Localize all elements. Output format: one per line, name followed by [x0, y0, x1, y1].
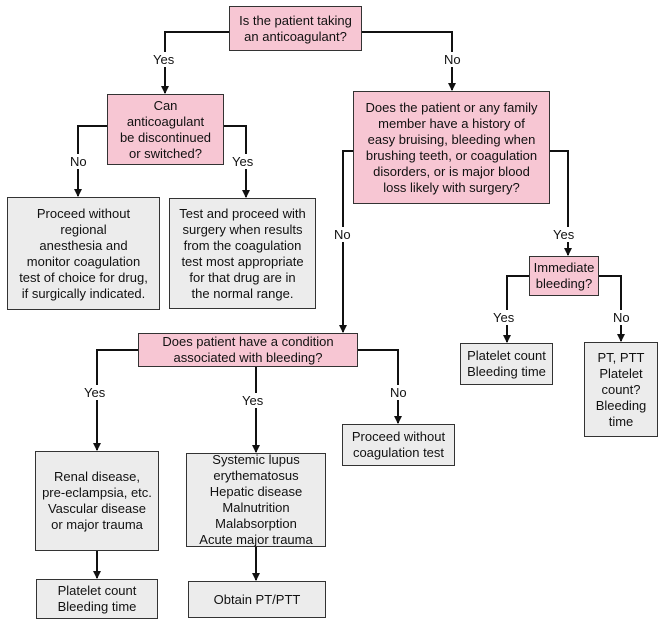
node-text-line: surgery when results	[182, 221, 303, 237]
node-text-line: Bleeding time	[467, 364, 546, 379]
edge-label-yes-immediate: Yes	[492, 310, 516, 325]
edge-label-yes-discontinue: Yes	[231, 154, 255, 169]
result-obtain-pt-ptt: Obtain PT/PTT	[188, 581, 326, 618]
node-text-line: Is the patient taking	[239, 12, 352, 28]
node-text-line: easy bruising, bleeding when	[367, 131, 536, 147]
node-text-line: member have a history of	[378, 115, 525, 131]
node-text-line: test of choice for drug,	[19, 269, 148, 285]
edge-label-yes-condition-mid: Yes	[241, 393, 265, 408]
node-text-line: be discontinued	[119, 129, 212, 145]
edge-label-no-condition: No	[389, 385, 408, 400]
node-text-line: if surgically indicated.	[21, 285, 146, 301]
node-text-line: anesthesia and	[39, 237, 128, 253]
node-text-line: bleeding?	[535, 276, 593, 291]
node-text-line: Proceed without	[351, 429, 446, 444]
node-text-line: Systemic lupus	[212, 452, 300, 467]
node-text-line: brushing teeth, or coagulation	[365, 147, 538, 163]
edge-immediate-to-platelet	[503, 275, 529, 343]
node-text-line: Renal disease,	[54, 469, 140, 484]
node-text-line: Does patient have a condition	[162, 334, 334, 349]
node-text-line: an anticoagulant?	[244, 28, 347, 44]
edge-label-no-history: No	[333, 227, 352, 242]
node-text-line: Test and proceed with	[179, 205, 306, 221]
node-text-line: Bleeding time	[57, 599, 137, 614]
node-text-line: test most appropriate	[181, 253, 304, 269]
node-text-line: loss likely with surgery?	[383, 179, 520, 195]
node-text-line: Immediate	[533, 260, 595, 275]
node-text-line: Malnutrition	[222, 500, 290, 515]
edge-immediate-to-pt	[599, 275, 625, 342]
node-text-line: Platelet count	[467, 348, 546, 363]
node-text-line: count?	[601, 381, 641, 397]
node-text-line: erythematosus	[213, 468, 299, 483]
node-text-line: regional	[60, 221, 107, 237]
node-text-line: Does the patient or any family	[365, 99, 538, 115]
edge-condition-to-renal	[93, 349, 138, 451]
node-text-line: Proceed without	[36, 205, 131, 221]
node-text-line: pre-eclampsia, etc.	[42, 485, 152, 500]
edge-label-yes-condition-left: Yes	[83, 385, 107, 400]
node-text-line: or switched?	[129, 145, 202, 161]
node-text-line: from the coagulation	[183, 237, 302, 253]
node-text-line: disorders, or is major blood	[373, 163, 530, 179]
edge-label-yes-q1: Yes	[152, 52, 176, 67]
edge-label-no-immediate: No	[612, 310, 631, 325]
node-text-line: anticoagulant	[126, 113, 205, 129]
node-text-line: monitor coagulation	[26, 253, 141, 269]
node-text-line: time	[608, 413, 634, 429]
node-text-line: or major trauma	[51, 517, 143, 532]
node-text-line: Acute major trauma	[199, 532, 313, 547]
node-text-line: Hepatic disease	[209, 484, 303, 499]
node-text-line: Obtain PT/PTT	[213, 591, 301, 607]
node-text-line: coagulation test	[352, 445, 445, 460]
node-text-line: Platelet	[599, 365, 643, 381]
node-text-line: the normal range.	[191, 285, 294, 301]
edge-label-yes-history: Yes	[552, 227, 576, 242]
node-text-line: Bleeding	[595, 397, 647, 413]
edge-label-no-discontinue: No	[69, 154, 88, 169]
node-text-line: associated with bleeding?	[173, 350, 323, 365]
node-text-line: Platelet count	[57, 583, 137, 598]
node-text-line: Malabsorption	[215, 516, 297, 531]
node-text-line: Vascular disease	[47, 501, 147, 516]
node-text-line: PT, PTT	[597, 349, 645, 365]
node-text-line: Can	[153, 97, 178, 113]
node-text-line: for that drug are in	[189, 269, 296, 285]
edge-q1-to-history	[362, 31, 456, 91]
edge-label-no-q1: No	[443, 52, 462, 67]
result-renal-vascular: Renal disease,pre-eclampsia, etc.Vascula…	[35, 451, 159, 551]
